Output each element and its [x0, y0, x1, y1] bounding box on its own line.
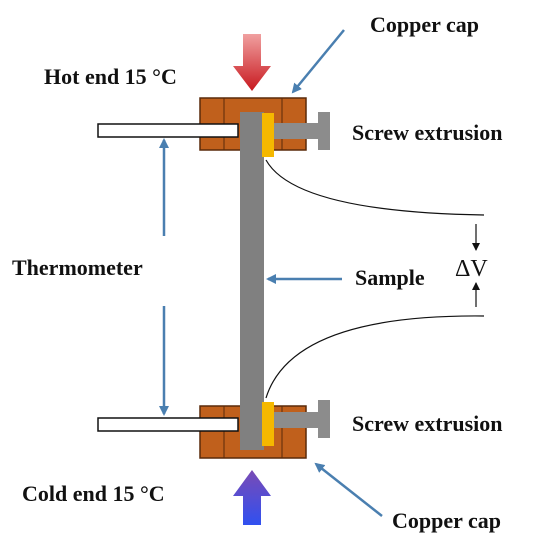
- copper-cap-top-label: Copper cap: [370, 12, 479, 37]
- bottom-screw: [274, 400, 330, 438]
- copper-cap-top-pointer: [291, 29, 345, 94]
- bottom-thermometer-probe: [97, 417, 239, 432]
- cold-heat-arrow: [233, 470, 271, 525]
- sample-bar: [240, 112, 264, 450]
- delta-v-label: ΔV: [455, 256, 488, 282]
- thermometer-label: Thermometer: [12, 255, 143, 280]
- screw-extrusion-top-label: Screw extrusion: [352, 120, 503, 145]
- bottom-voltage-lead: [265, 315, 485, 399]
- sample-label: Sample: [355, 265, 425, 290]
- copper-cap-bottom-label: Copper cap: [392, 508, 501, 533]
- top-gold-contact: [262, 113, 274, 157]
- bottom-gold-contact: [262, 402, 274, 446]
- hot-heat-arrow: [233, 34, 271, 91]
- top-thermometer-probe: [97, 123, 239, 138]
- screw-extrusion-bottom-label: Screw extrusion: [352, 411, 503, 436]
- cold-end-label: Cold end 15 °C: [22, 481, 165, 506]
- copper-cap-bottom-pointer: [314, 462, 383, 517]
- top-voltage-lead: [265, 159, 485, 216]
- top-screw: [274, 112, 330, 150]
- hot-end-label: Hot end 15 °C: [44, 64, 177, 89]
